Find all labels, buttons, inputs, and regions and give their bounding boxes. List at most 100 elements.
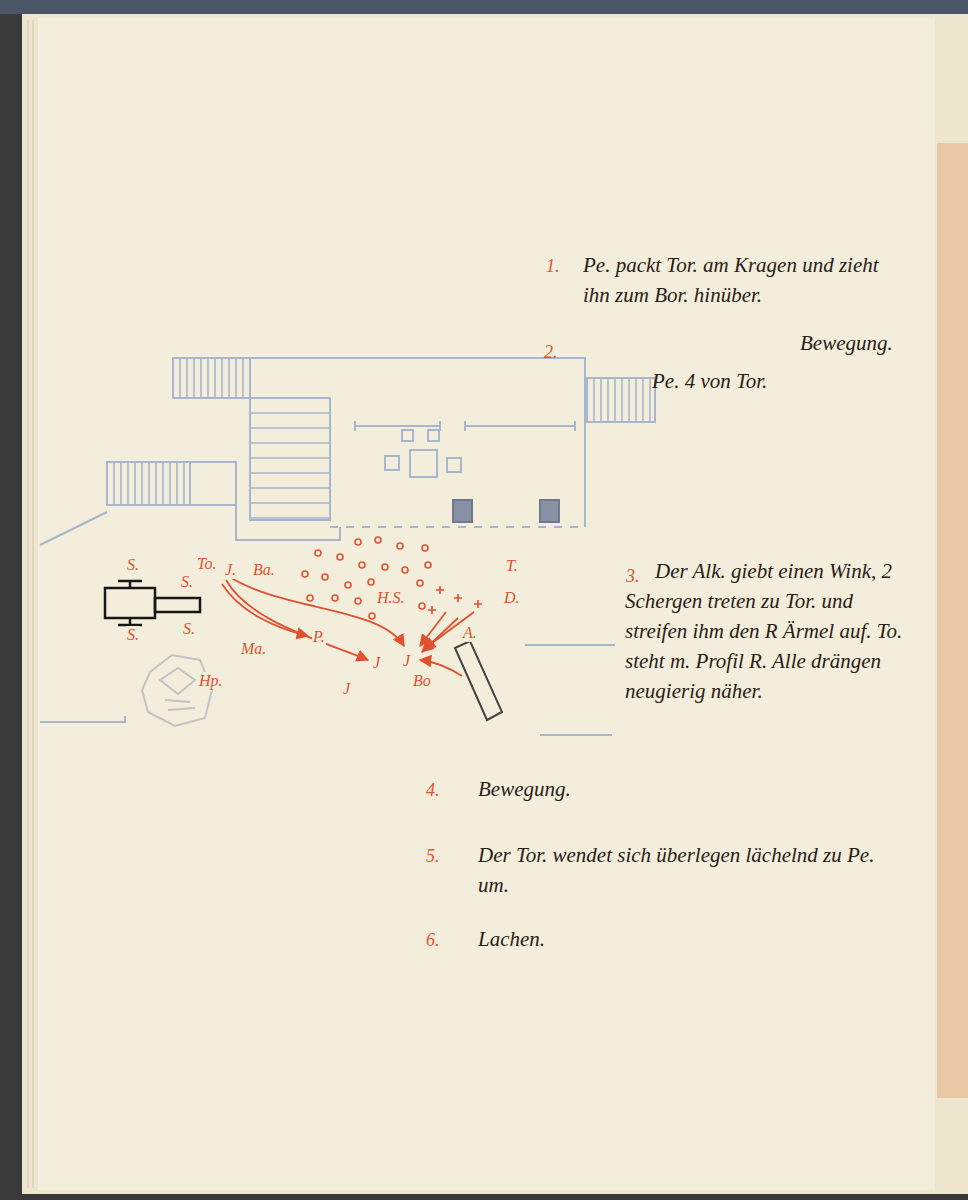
page-edge	[33, 20, 34, 1188]
hatch-line	[134, 462, 136, 505]
person-mark	[307, 595, 313, 601]
hatch-line	[186, 358, 188, 398]
cross-mark	[428, 606, 436, 614]
stage-note: Pe. packt Tor. am Kragen und zieht ihn z…	[583, 250, 903, 310]
fountain-detail	[165, 700, 195, 710]
callout-number: 4.	[426, 780, 440, 801]
hatch-line	[635, 378, 637, 422]
hatch-line	[200, 358, 202, 398]
hatch-line	[642, 378, 644, 422]
hatch-line	[250, 472, 330, 474]
actor-mark: Ba.	[252, 561, 276, 579]
callout-number: 1.	[546, 256, 560, 277]
pillar	[540, 500, 559, 522]
person-mark	[375, 537, 381, 543]
fountain	[142, 655, 212, 726]
hatch-line	[228, 358, 230, 398]
person-mark	[382, 564, 388, 570]
actor-mark: J	[402, 652, 411, 670]
actor-mark: S.	[126, 556, 140, 574]
wagon-body	[105, 588, 155, 618]
hatch-line	[607, 378, 609, 422]
actor-mark: To.	[196, 555, 217, 573]
stage-wall	[250, 358, 585, 527]
person-mark	[425, 562, 431, 568]
hatch-line	[120, 462, 122, 505]
platform	[190, 462, 236, 505]
rail	[465, 421, 575, 431]
person-mark	[359, 562, 365, 568]
hatch-line	[628, 378, 630, 422]
binding-edge	[0, 0, 968, 14]
cross-mark	[436, 586, 444, 594]
hatch-line	[235, 358, 237, 398]
movement-arrows	[222, 576, 474, 676]
person-mark	[302, 571, 308, 577]
hatch-line	[127, 462, 129, 505]
hatch-line	[250, 517, 330, 519]
person-mark	[402, 567, 408, 573]
actor-mark: A.	[462, 624, 478, 642]
hatch-line	[155, 462, 157, 505]
stairs	[250, 398, 330, 520]
person-mark	[368, 579, 374, 585]
page-stack	[22, 14, 968, 1194]
person-mark	[397, 543, 403, 549]
wall-line	[40, 716, 125, 722]
hatch-line	[162, 462, 164, 505]
fountain-core	[160, 668, 195, 694]
stair-hatching	[114, 358, 650, 518]
wall-line	[540, 734, 612, 736]
hatch-line	[250, 487, 330, 489]
person-mark	[322, 574, 328, 580]
callout-number: 6.	[426, 930, 440, 951]
hatch-line	[176, 462, 178, 505]
wall-line	[525, 644, 615, 646]
wagon-shaft	[155, 598, 200, 612]
person-mark	[332, 595, 338, 601]
furniture	[410, 450, 437, 477]
actor-mark: J.	[224, 561, 237, 579]
hatch-line	[221, 358, 223, 398]
hatch-line	[621, 378, 623, 422]
hatch-line	[614, 378, 616, 422]
stage-note: Der Tor. wendet sich überlegen lächelnd …	[478, 840, 878, 900]
stage-note: Pe. 4 von Tor.	[652, 366, 767, 396]
person-mark	[355, 539, 361, 545]
person-mark	[422, 545, 428, 551]
person-mark	[417, 580, 423, 586]
actor-mark: S.	[180, 573, 194, 591]
movement-arrow	[222, 584, 308, 636]
actor-mark: Ma.	[240, 640, 267, 658]
stage-outline	[40, 358, 655, 735]
platform-edge	[250, 398, 330, 520]
hatch-line	[141, 462, 143, 505]
hatch-line	[113, 462, 115, 505]
hatch-line	[193, 358, 195, 398]
pillar	[453, 500, 472, 522]
hatch-line	[148, 462, 150, 505]
hatch-line	[214, 358, 216, 398]
furniture	[402, 430, 413, 441]
actor-mark: P.	[312, 628, 326, 646]
callout-number: 3.	[626, 566, 640, 587]
furniture	[385, 456, 399, 470]
wagon-axle	[118, 581, 142, 625]
stage-note: Der Alk. giebt einen Wink, 2 Schergen tr…	[625, 556, 910, 706]
stairs	[587, 378, 655, 422]
hatch-line	[242, 358, 244, 398]
cross-mark	[454, 594, 462, 602]
callout-number: 2.	[544, 342, 558, 363]
hatch-line	[250, 457, 330, 459]
hatch-line	[250, 442, 330, 444]
hatch-line	[250, 412, 330, 414]
actor-mark: D.	[503, 589, 521, 607]
movement-arrow	[228, 576, 404, 646]
furniture	[428, 430, 439, 441]
stage-edge	[330, 526, 585, 528]
person-mark	[419, 603, 425, 609]
actor-mark: Bo	[412, 672, 432, 690]
actor-mark: H.S.	[376, 589, 406, 607]
